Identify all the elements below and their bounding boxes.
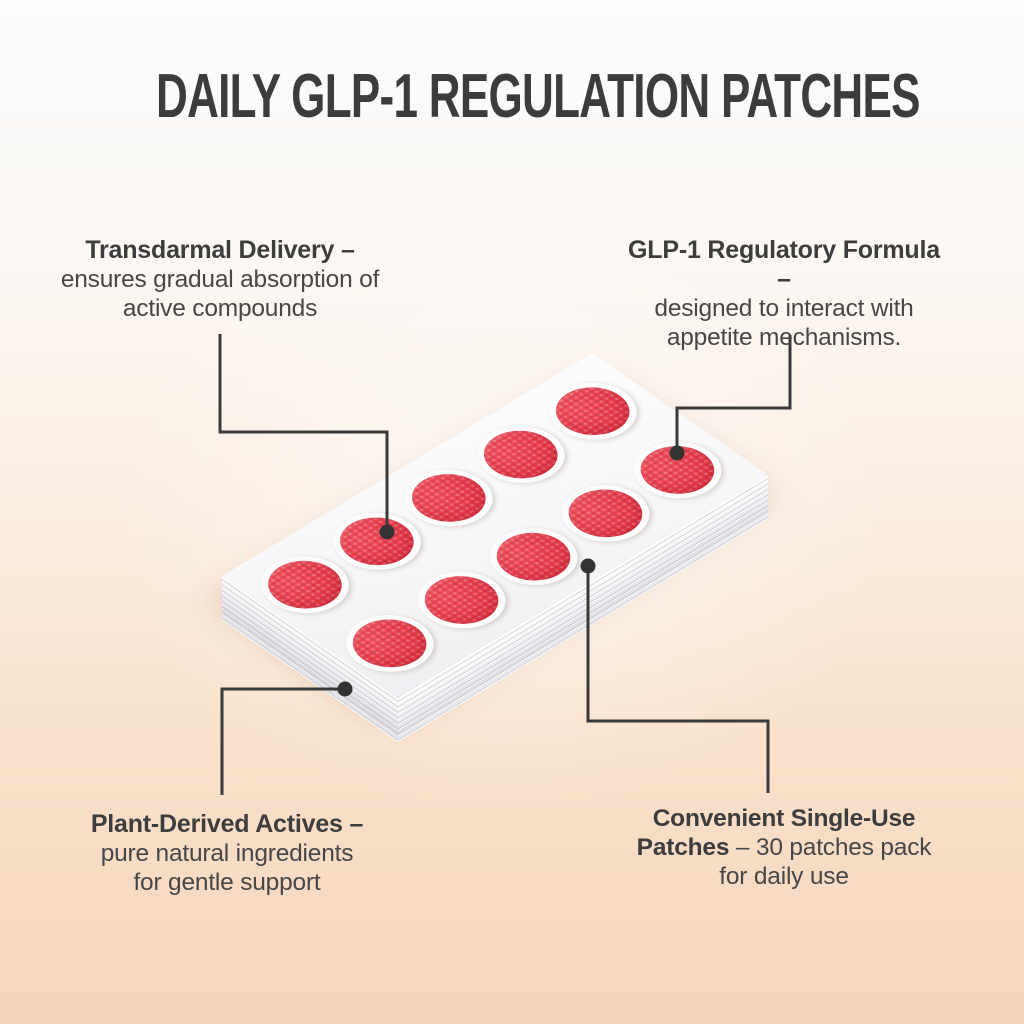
callout-heading: Transdarmal Delivery – <box>85 236 355 264</box>
callout-single-use: Convenient Single-Use Patches – 30 patch… <box>622 804 946 891</box>
callout-anchor-dot <box>337 681 353 697</box>
callout-connector-line <box>586 566 770 793</box>
callout-glp1-formula: GLP-1 Regulatory Formula – designed to i… <box>622 236 946 352</box>
callout-anchor-dot <box>669 445 685 461</box>
callout-heading: Convenient Single-Use Patches <box>636 805 916 861</box>
callout-anchor-dot <box>379 524 395 540</box>
callout-text: designed to interact with appetite mecha… <box>654 295 914 351</box>
callout-text: pure natural ingredients for gentle supp… <box>100 840 354 896</box>
callout-connector-line <box>218 334 389 532</box>
callout-connector-line <box>220 687 345 795</box>
callout-text: Convenient Single-Use Patches – 30 patch… <box>636 805 932 890</box>
callout-anchor-dot <box>580 558 596 574</box>
callout-text: ensures gradual absorption of active com… <box>60 266 380 322</box>
callout-heading: Plant-Derived Actives – <box>90 810 364 838</box>
callout-transdermal-delivery: Transdarmal Delivery – ensures gradual a… <box>58 236 382 323</box>
callout-connector-line <box>675 335 792 453</box>
title-row: DAILY GLP-1 REGULATION PATCHES <box>0 66 1024 128</box>
callout-heading: GLP-1 Regulatory Formula – <box>628 236 940 293</box>
page-title: DAILY GLP-1 REGULATION PATCHES <box>155 62 921 131</box>
callout-plant-derived: Plant-Derived Actives – pure natural ing… <box>65 810 389 897</box>
